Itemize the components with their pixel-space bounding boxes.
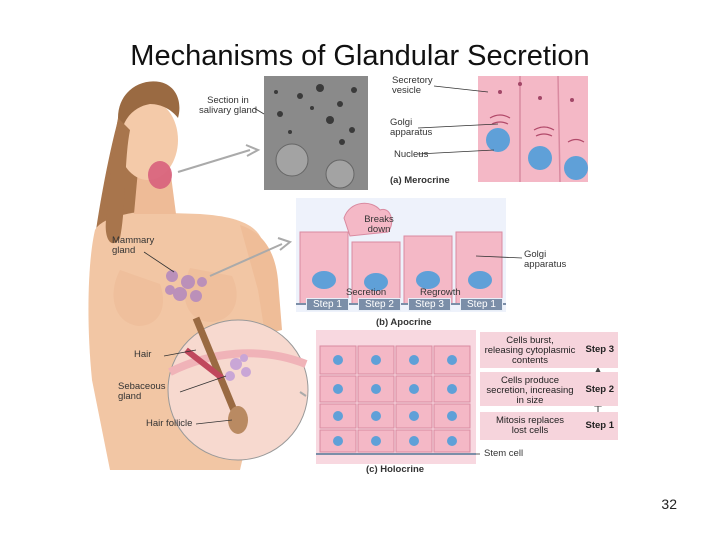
nucleus-label: Nucleus [394, 149, 429, 160]
secretory-vesicle-label: Secretory vesicle [392, 75, 433, 96]
golgi-apparatus-label: Golgi apparatus [390, 117, 433, 138]
mammary-gland-label: Mammary gland [112, 235, 155, 256]
hair-follicle-label: Hair follicle [146, 418, 193, 429]
pointer-arrows [177, 144, 307, 397]
apocrine-step-4: Step 1 [460, 298, 503, 311]
apocrine-cells [296, 198, 506, 312]
merocrine-caption: (a) Merocrine [390, 175, 450, 186]
apocrine-step-3: Step 3 [408, 298, 451, 311]
skin-inset [167, 316, 309, 461]
secretion-label: Secretion [346, 287, 387, 298]
callout-text: Cells produce secretion, increasing in s… [486, 375, 574, 406]
sebaceous-gland-label: Sebaceous gland [118, 381, 166, 402]
holocrine-callout-step-2: Cells produce secretion, increasing in s… [480, 372, 618, 406]
golgi-apparatus-b-label: Golgi apparatus [524, 249, 567, 270]
callout-step: Step 1 [585, 420, 614, 431]
holocrine-callout-step-3: Cells burst, releasing cytoplasmic conte… [480, 332, 618, 368]
slide-number: 32 [661, 496, 677, 512]
holocrine-callout-step-1: Mitosis replaces lost cells Step 1 [480, 412, 618, 440]
woman-figure [88, 81, 282, 470]
holocrine-caption: (c) Holocrine [366, 464, 425, 475]
merocrine-cells [478, 75, 588, 183]
page-title: Mechanisms of Glandular Secretion [130, 40, 590, 72]
callout-text: Mitosis replaces lost cells [495, 415, 565, 436]
holocrine-cells [316, 330, 476, 464]
apocrine-caption: (b) Apocrine [376, 317, 432, 328]
callout-step: Step 3 [585, 344, 614, 355]
apocrine-step-2: Step 2 [358, 298, 401, 311]
callout-text: Cells burst, releasing cytoplasmic conte… [484, 335, 576, 366]
stem-cell-label: Stem cell [484, 448, 524, 459]
hair-label: Hair [134, 349, 152, 360]
apocrine-step-1: Step 1 [306, 298, 349, 311]
breaks-down-label: Breaks down [364, 214, 394, 235]
salivary-gland-label: Section in salivary gland [198, 95, 258, 116]
merocrine-micrograph [264, 76, 368, 190]
leader-lines [143, 85, 523, 455]
callout-step: Step 2 [585, 384, 614, 395]
regrowth-label: Regrowth [420, 287, 461, 298]
